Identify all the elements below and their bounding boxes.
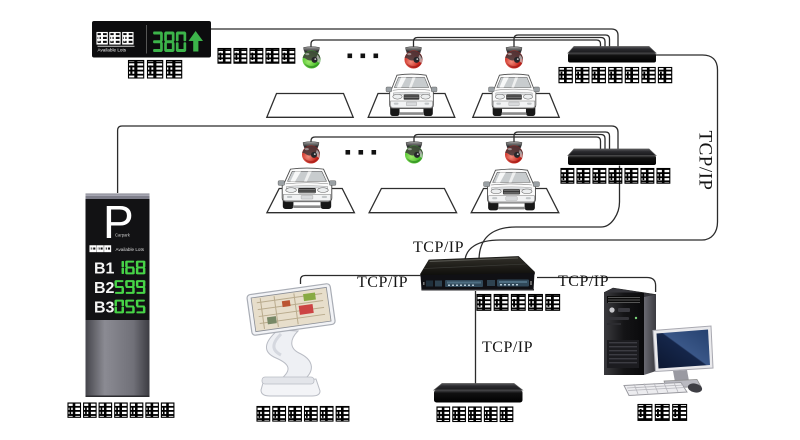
svg-text:Available Lots: Available Lots (116, 247, 145, 252)
svg-text:Available Lots: Available Lots (98, 48, 127, 53)
svg-text:P: P (103, 196, 134, 248)
svg-text:Carpark: Carpark (115, 233, 131, 238)
svg-text:B2: B2 (94, 280, 115, 297)
svg-text:B1: B1 (94, 261, 115, 278)
svg-text:B3: B3 (94, 300, 115, 317)
